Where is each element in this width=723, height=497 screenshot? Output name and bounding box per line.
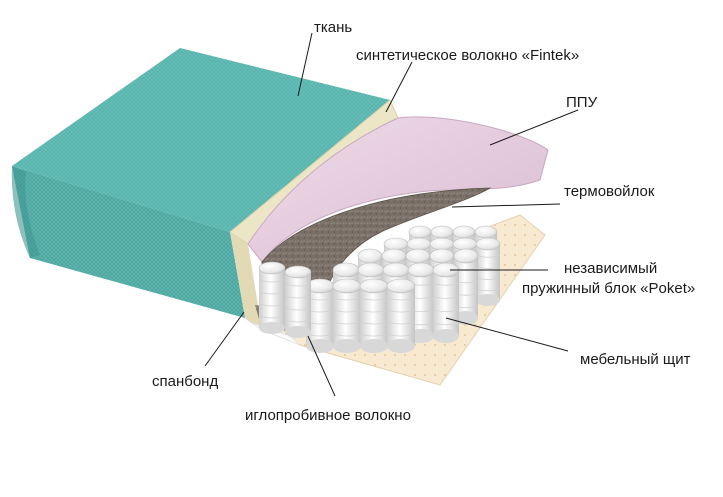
label-synthetic-fiber: синтетическое волокно «Fintek» — [356, 47, 579, 64]
pocket-spring — [475, 237, 501, 306]
label-ppu: ППУ — [566, 94, 598, 111]
fabric-cover — [11, 48, 390, 318]
pocket-spring — [258, 261, 286, 334]
thermofelt-layer — [261, 187, 492, 301]
label-spring-block-line1: независимый — [564, 260, 657, 277]
pocket-spring — [284, 265, 312, 338]
label-needle-fiber: иглопробивное волокно — [245, 407, 411, 424]
label-spunbond: спанбонд — [152, 373, 218, 390]
label-spring-block-line2: пружинный блок «Poket» — [522, 280, 695, 297]
pocket-spring — [359, 278, 389, 353]
pocket-spring — [332, 278, 362, 353]
pocket-spring — [432, 262, 460, 343]
label-thermofelt: термовойлок — [564, 183, 655, 200]
leader-lines — [204, 32, 579, 397]
label-fabric: ткань — [314, 19, 352, 36]
spring-block — [258, 225, 501, 353]
label-furniture-board: мебельный щит — [580, 351, 691, 368]
pocket-spring — [386, 278, 416, 353]
